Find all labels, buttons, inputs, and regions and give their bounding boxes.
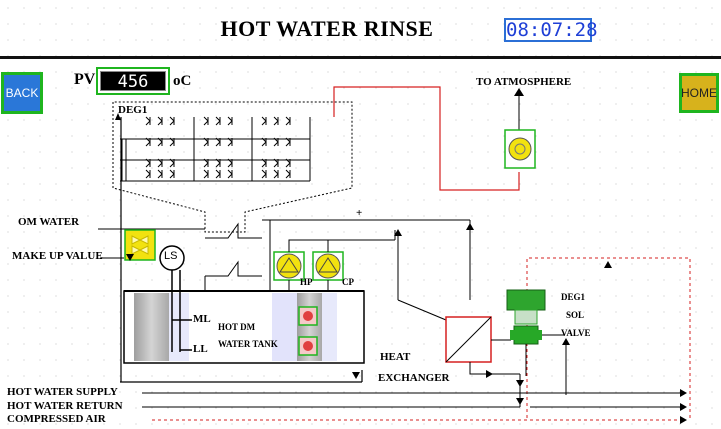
spray-nozzle-icon bbox=[215, 169, 221, 179]
spray-nozzle-icon bbox=[203, 137, 209, 147]
om-water-label: OM WATER bbox=[18, 216, 80, 228]
spray-nozzle-icon bbox=[169, 137, 175, 147]
pump-discharge-piping bbox=[262, 219, 471, 321]
hot-water-supply-label: HOT WATER SUPPLY bbox=[7, 386, 118, 398]
vent-valve bbox=[504, 129, 536, 169]
exchanger-label: EXCHANGER bbox=[378, 372, 450, 384]
spray-nozzle-icon bbox=[203, 169, 209, 179]
spray-nozzle-icon bbox=[215, 158, 221, 168]
pv-display: 456 bbox=[96, 67, 170, 95]
water-tank-label: WATER TANK bbox=[218, 339, 278, 349]
spray-nozzle-grid bbox=[120, 116, 311, 182]
vent-line bbox=[333, 86, 524, 191]
spray-nozzle-icon bbox=[203, 116, 209, 126]
spray-nozzle-icon bbox=[145, 137, 151, 147]
spray-nozzle-icon bbox=[261, 158, 267, 168]
deg1-sol-loop bbox=[526, 257, 691, 418]
compressed-air-label: COMPRESSED AIR bbox=[7, 413, 106, 425]
spray-nozzle-icon bbox=[273, 137, 279, 147]
pv-value: 456 bbox=[100, 71, 166, 92]
pv-label: PV bbox=[74, 71, 96, 88]
spray-nozzle-icon bbox=[273, 169, 279, 179]
spray-nozzle-icon bbox=[273, 116, 279, 126]
spray-nozzle-icon bbox=[145, 169, 151, 179]
deg1-sol-label: DEG1 bbox=[561, 292, 586, 302]
spray-nozzle-icon bbox=[227, 169, 233, 179]
hot-dm-water-tank bbox=[123, 290, 365, 364]
tower-downcomer bbox=[120, 117, 363, 383]
deg1-sol-valve bbox=[506, 289, 567, 395]
valve-label: VALVE bbox=[561, 328, 591, 338]
spray-nozzle-icon bbox=[157, 137, 163, 147]
header-divider bbox=[0, 56, 721, 59]
spray-nozzle-icon bbox=[285, 169, 291, 179]
spray-nozzle-icon bbox=[261, 116, 267, 126]
page-title: HOT WATER RINSE bbox=[220, 16, 434, 41]
spray-nozzle-icon bbox=[261, 137, 267, 147]
spray-nozzle-icon bbox=[285, 116, 291, 126]
ls-label: LS bbox=[164, 250, 178, 262]
spray-nozzle-icon bbox=[285, 137, 291, 147]
spray-nozzle-icon bbox=[169, 116, 175, 126]
hot-water-return-label: HOT WATER RETURN bbox=[7, 400, 123, 412]
spray-nozzle-icon bbox=[145, 116, 151, 126]
spray-nozzle-icon bbox=[157, 158, 163, 168]
spray-nozzle-icon bbox=[215, 116, 221, 126]
cp-pump bbox=[312, 251, 344, 291]
deg1-tower bbox=[112, 101, 353, 233]
pv-unit: oC bbox=[173, 73, 192, 89]
arrowheads bbox=[115, 113, 687, 424]
spray-nozzle-icon bbox=[157, 169, 163, 179]
hp-pump bbox=[273, 251, 305, 291]
level-switch bbox=[159, 245, 192, 352]
heat-label: HEAT bbox=[380, 351, 411, 363]
sol-label: SOL bbox=[566, 310, 585, 320]
spray-nozzle-icon bbox=[145, 158, 151, 168]
to-atmosphere-label: TO ATMOSPHERE bbox=[476, 76, 572, 88]
heat-exchanger bbox=[445, 316, 520, 375]
tank-indicator-lights bbox=[298, 306, 318, 356]
spray-nozzle-icon bbox=[169, 158, 175, 168]
spray-nozzle-icon bbox=[273, 158, 279, 168]
clock-display: 08:07:28 bbox=[504, 18, 598, 42]
deg1-tower-label: DEG1 bbox=[118, 104, 148, 116]
spray-nozzle-icon bbox=[169, 169, 175, 179]
make-up-value-label: MAKE UP VALUE bbox=[12, 250, 103, 262]
spray-nozzle-icon bbox=[227, 137, 233, 147]
spray-nozzle-icon bbox=[285, 158, 291, 168]
spray-nozzle-icon bbox=[157, 116, 163, 126]
home-button[interactable]: HOME bbox=[679, 73, 719, 113]
spray-nozzle-icon bbox=[203, 158, 209, 168]
spray-nozzle-icon bbox=[227, 158, 233, 168]
ml-label: ML bbox=[193, 313, 211, 325]
back-button[interactable]: BACK bbox=[1, 72, 43, 114]
hp-label: HP bbox=[300, 277, 313, 287]
cp-label: CP bbox=[342, 277, 354, 287]
spray-nozzle-icon bbox=[227, 116, 233, 126]
hot-dm-label: HOT DM bbox=[218, 322, 256, 332]
service-lines bbox=[142, 374, 685, 421]
plus-label: + bbox=[356, 207, 363, 219]
ll-label: LL bbox=[193, 343, 208, 355]
spray-nozzle-icon bbox=[261, 169, 267, 179]
spray-nozzle-icon bbox=[215, 137, 221, 147]
